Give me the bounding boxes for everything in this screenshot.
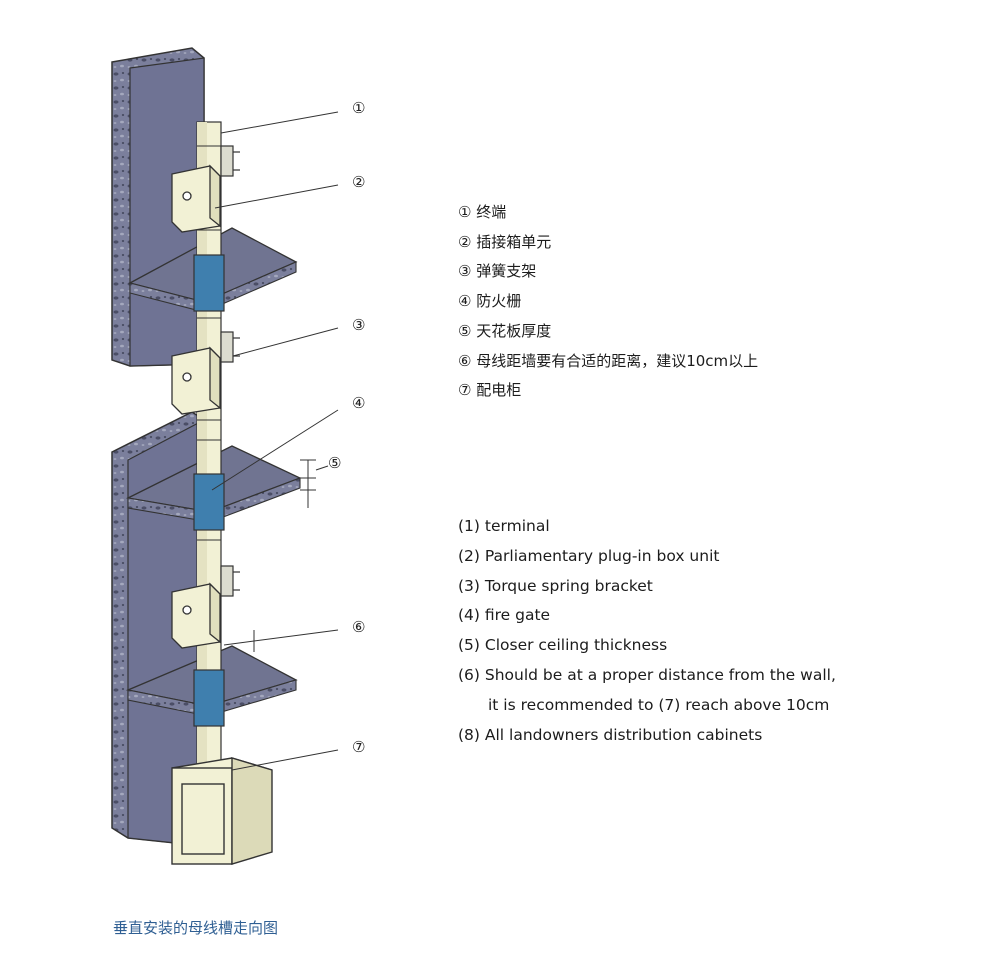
- legend-cn-item: ⑦ 配电柜: [458, 381, 522, 400]
- callout-2: ②: [352, 173, 366, 191]
- legend-en-item: (6) Should be at a proper distance from …: [458, 665, 836, 684]
- legend-cn-item: ④ 防火栅: [458, 292, 522, 311]
- fire-barrier: [193, 254, 225, 727]
- callout-4: ④: [352, 394, 366, 412]
- callout-1: ①: [352, 99, 366, 117]
- callout-7: ⑦: [352, 738, 366, 756]
- spring-bracket: [220, 145, 240, 597]
- figure-caption: 垂直安装的母线槽走向图: [113, 919, 279, 937]
- plug-in-box: [171, 164, 221, 649]
- legend-en-item: (2) Parliamentary plug-in box unit: [458, 546, 720, 565]
- legend-cn-item: ③ 弹簧支架: [458, 262, 537, 281]
- callout-5: ⑤: [328, 454, 342, 472]
- busway-duct: [196, 121, 222, 773]
- leader-lines: [211, 111, 339, 771]
- legend-cn-item: ⑥ 母线距墙要有合适的距离，建议10cm以上: [458, 351, 759, 370]
- legend-en-item: (1) terminal: [458, 517, 550, 535]
- legend-en-item: (4) fire gate: [458, 606, 551, 625]
- callout-6: ⑥: [352, 618, 366, 636]
- legend-cn-item: ② 插接箱单元: [458, 232, 552, 251]
- callout-3: ③: [352, 316, 366, 334]
- legend-english: (1) terminal (2) Parliamentary plug-in b…: [458, 512, 836, 750]
- distribution-cabinet: [171, 757, 273, 865]
- legend-cn-item: ⑤ 天花板厚度: [458, 321, 552, 340]
- legend-en-item: (3) Torque spring bracket: [458, 576, 653, 595]
- legend-cn-item: ① 终端: [458, 203, 507, 221]
- legend-en-item: (8) All landowners distribution cabinets: [458, 725, 763, 744]
- legend-en-item: (5) Closer ceiling thickness: [458, 636, 668, 655]
- lower-wall: [111, 411, 205, 847]
- legend-chinese: ① 终端 ② 插接箱单元 ③ 弹簧支架 ④ 防火栅 ⑤ 天花板厚度 ⑥ 母线距墙…: [458, 198, 758, 406]
- legend-en-item-continued: it is recommended to (7) reach above 10c…: [488, 695, 830, 714]
